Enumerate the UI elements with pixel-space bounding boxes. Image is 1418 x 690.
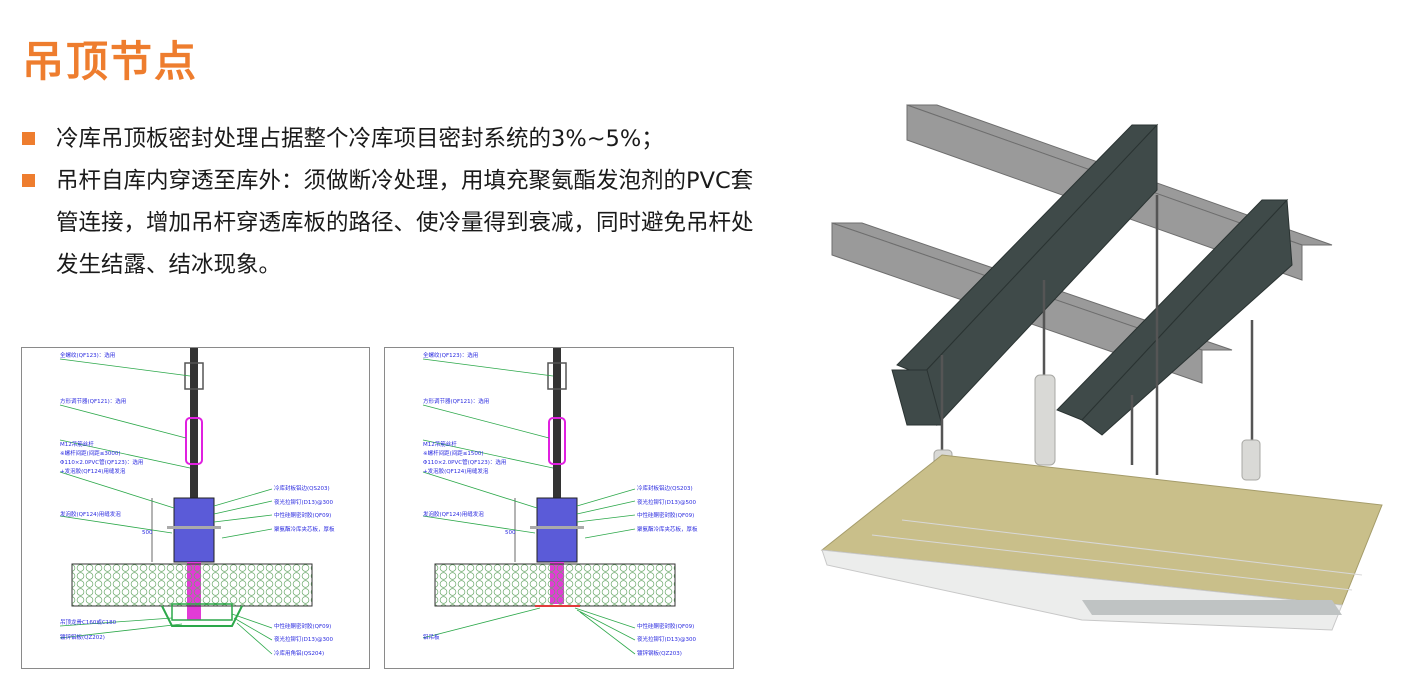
label: M12吊筋丝杆 xyxy=(423,440,457,448)
label: 中性硅酮密封胶(QF09) xyxy=(637,622,694,630)
label: 聚氨酯冷库夹芯板，厚板 xyxy=(637,525,698,533)
label: 夜光拉铆钉(D13)@500 xyxy=(637,498,697,506)
label: 镀锌钢板(QZ203) xyxy=(637,649,682,657)
label: 聚氨酯冷库夹芯板，厚板 xyxy=(274,525,335,533)
label: M12吊筋丝杆 xyxy=(60,440,94,448)
label: 夜光拉铆钉(D13)@300 xyxy=(637,635,697,643)
label: 发泡胶(QF124)用缝发泡 xyxy=(60,510,121,518)
label: 冷库封板铝边(QS203) xyxy=(637,484,693,492)
label: 方形调节器(QF121)：选用 xyxy=(60,397,126,405)
label: Φ110×2.0PVC管(QF123)：选用 xyxy=(423,458,506,466)
label: 吊顶龙骨C160或C180 xyxy=(60,618,117,626)
ceiling-3d-drawing xyxy=(820,104,1383,631)
label: Φ110×2.0PVC管(QF123)：选用 xyxy=(60,458,143,466)
label: 中性硅酮密封胶(QF09) xyxy=(274,622,331,630)
bullet-square-icon xyxy=(22,174,35,187)
diagram-1-drawing: 全螺纹(QF123)：选用 方形调节器(QF121)：选用 M12吊筋丝杆 ※螺… xyxy=(59,348,335,657)
bullet-item: 吊杆自库内穿透至库外：须做断冷处理，用填充聚氨酯发泡剂的PVC套管连接，增加吊杆… xyxy=(22,160,762,286)
label: 500 xyxy=(505,530,516,536)
label: 方形调节器(QF121)：选用 xyxy=(423,397,489,405)
label: 镀锌铝板(QZ202) xyxy=(60,633,105,641)
diagram-2-drawing: 全螺纹(QF123)：选用 方形调节器(QF121)：选用 M12吊筋丝杆 ※螺… xyxy=(422,348,698,657)
label: 全螺纹(QF123)：选用 xyxy=(60,351,115,359)
label: +发泡胶(QF124)用缝发泡 xyxy=(60,467,126,475)
label: 中性硅酮密封胶(QF09) xyxy=(637,511,694,519)
label: 全螺纹(QF123)：选用 xyxy=(423,351,478,359)
bullet-text: 冷库吊顶板密封处理占据整个冷库项目密封系统的3%~5%； xyxy=(56,126,664,152)
label: ※螺杆间距(间距≤1500) xyxy=(423,449,484,457)
label: 夜光拉铆钉(D13)@300 xyxy=(274,635,334,643)
bullet-list: 冷库吊顶板密封处理占据整个冷库项目密封系统的3%~5%； 吊杆自库内穿透至库外：… xyxy=(22,118,762,286)
label: 冷库用角铝(QS204) xyxy=(274,649,324,657)
label: +发泡胶(QF124)用缝发泡 xyxy=(423,467,489,475)
bullet-square-icon xyxy=(22,132,35,145)
label: 中性硅酮密封胶(QF09) xyxy=(274,511,331,519)
ceiling-3d-illustration xyxy=(812,95,1407,635)
ceiling-node-diagram-2: 全螺纹(QF123)：选用 方形调节器(QF121)：选用 M12吊筋丝杆 ※螺… xyxy=(384,347,734,669)
label: 发泡胶(QF124)用缝发泡 xyxy=(423,510,484,518)
label: 夜光拉铆钉(D13)@300 xyxy=(274,498,334,506)
label: 冷库封板铝边(QS203) xyxy=(274,484,330,492)
page-title: 吊顶节点 xyxy=(22,37,199,86)
ceiling-node-diagram-1: 全螺纹(QF123)：选用 方形调节器(QF121)：选用 M12吊筋丝杆 ※螺… xyxy=(21,347,370,669)
bullet-item: 冷库吊顶板密封处理占据整个冷库项目密封系统的3%~5%； xyxy=(22,118,762,160)
label: 铝吊板 xyxy=(423,633,440,641)
label: ※螺杆间距(间距≤3000) xyxy=(60,449,121,457)
label: 500 xyxy=(142,530,153,536)
bullet-text: 吊杆自库内穿透至库外：须做断冷处理，用填充聚氨酯发泡剂的PVC套管连接，增加吊杆… xyxy=(56,168,754,278)
